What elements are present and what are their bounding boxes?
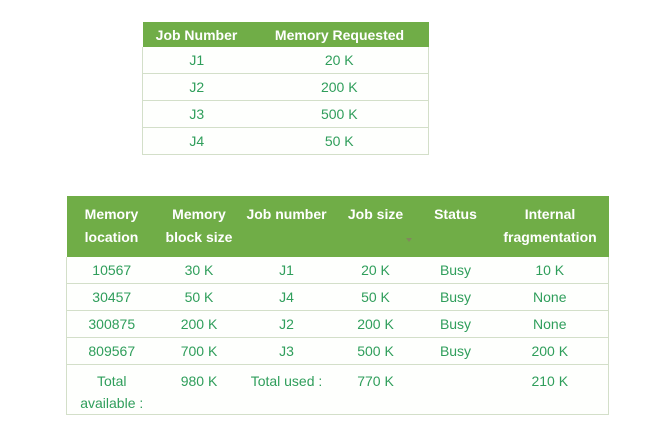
job-memory-requested-table: Job Number Memory Requested J1 20 K J2 2… — [142, 22, 429, 155]
table-cell: 50 K — [156, 283, 242, 311]
table-cell: 10567 — [66, 257, 157, 284]
table-cell: 200 K — [331, 310, 420, 338]
table-cell: 50 K — [250, 127, 429, 155]
table-row: J2 200 K — [142, 73, 429, 101]
table-cell: Busy — [419, 337, 492, 365]
table-cell: 200 K — [491, 337, 609, 365]
table-cell: 50 K — [331, 283, 420, 311]
table-cell-total-used-value: 770 K — [331, 364, 420, 415]
table-cell: Busy — [419, 310, 492, 338]
table-cell: None — [491, 310, 609, 338]
table-row: 300875 200 K J2 200 K Busy None — [66, 310, 609, 338]
table-cell: J3 — [241, 337, 332, 365]
table-row: J3 500 K — [142, 100, 429, 128]
header-row: Memory location Memory block size Job nu… — [66, 196, 609, 257]
table-cell: J1 — [241, 257, 332, 284]
table-cell-total-available-label: Total available : — [66, 364, 157, 415]
table-cell: None — [491, 283, 609, 311]
table-cell-empty — [419, 364, 492, 415]
table-row: J1 20 K — [142, 47, 429, 74]
table-cell-total-available-value: 980 K — [156, 364, 242, 415]
totals-row: Total available : 980 K Total used : 770… — [66, 364, 609, 415]
table-cell: 30 K — [156, 257, 242, 284]
table-row: 10567 30 K J1 20 K Busy 10 K — [66, 257, 609, 284]
table-cell: 20 K — [331, 257, 420, 284]
table-cell: J4 — [142, 127, 251, 155]
smudge-artifact — [406, 238, 412, 242]
header-row: Job Number Memory Requested — [142, 22, 429, 47]
table-cell: J2 — [142, 73, 251, 101]
table-cell: 500 K — [331, 337, 420, 365]
table-cell: J1 — [142, 47, 251, 74]
table-cell: Busy — [419, 283, 492, 311]
table-row: J4 50 K — [142, 127, 429, 155]
table-cell-total-used-label: Total used : — [241, 364, 332, 415]
table-cell: 10 K — [491, 257, 609, 284]
column-header-memory-block-size: Memory block size — [156, 196, 242, 257]
table-cell: 700 K — [156, 337, 242, 365]
table-cell: 809567 — [66, 337, 157, 365]
column-header-status: Status — [419, 196, 492, 257]
memory-allocation-table: Memory location Memory block size Job nu… — [66, 196, 609, 415]
table-row: 30457 50 K J4 50 K Busy None — [66, 283, 609, 311]
table-cell: J3 — [142, 100, 251, 128]
table-cell: 500 K — [250, 100, 429, 128]
table-cell-total-fragmentation-value: 210 K — [491, 364, 609, 415]
table-cell: Busy — [419, 257, 492, 284]
column-header-internal-fragmentation: Internal fragmentation — [491, 196, 609, 257]
table-cell: J2 — [241, 310, 332, 338]
table-cell: 200 K — [156, 310, 242, 338]
column-header-memory-location: Memory location — [66, 196, 157, 257]
column-header-job-number: Job Number — [142, 22, 251, 47]
table-cell: 30457 — [66, 283, 157, 311]
column-header-job-number: Job number — [241, 196, 332, 257]
table-cell: J4 — [241, 283, 332, 311]
table-row: 809567 700 K J3 500 K Busy 200 K — [66, 337, 609, 365]
table-cell: 200 K — [250, 73, 429, 101]
table-cell: 300875 — [66, 310, 157, 338]
table-cell: 20 K — [250, 47, 429, 74]
column-header-memory-requested: Memory Requested — [250, 22, 429, 47]
column-header-job-size: Job size — [331, 196, 420, 257]
